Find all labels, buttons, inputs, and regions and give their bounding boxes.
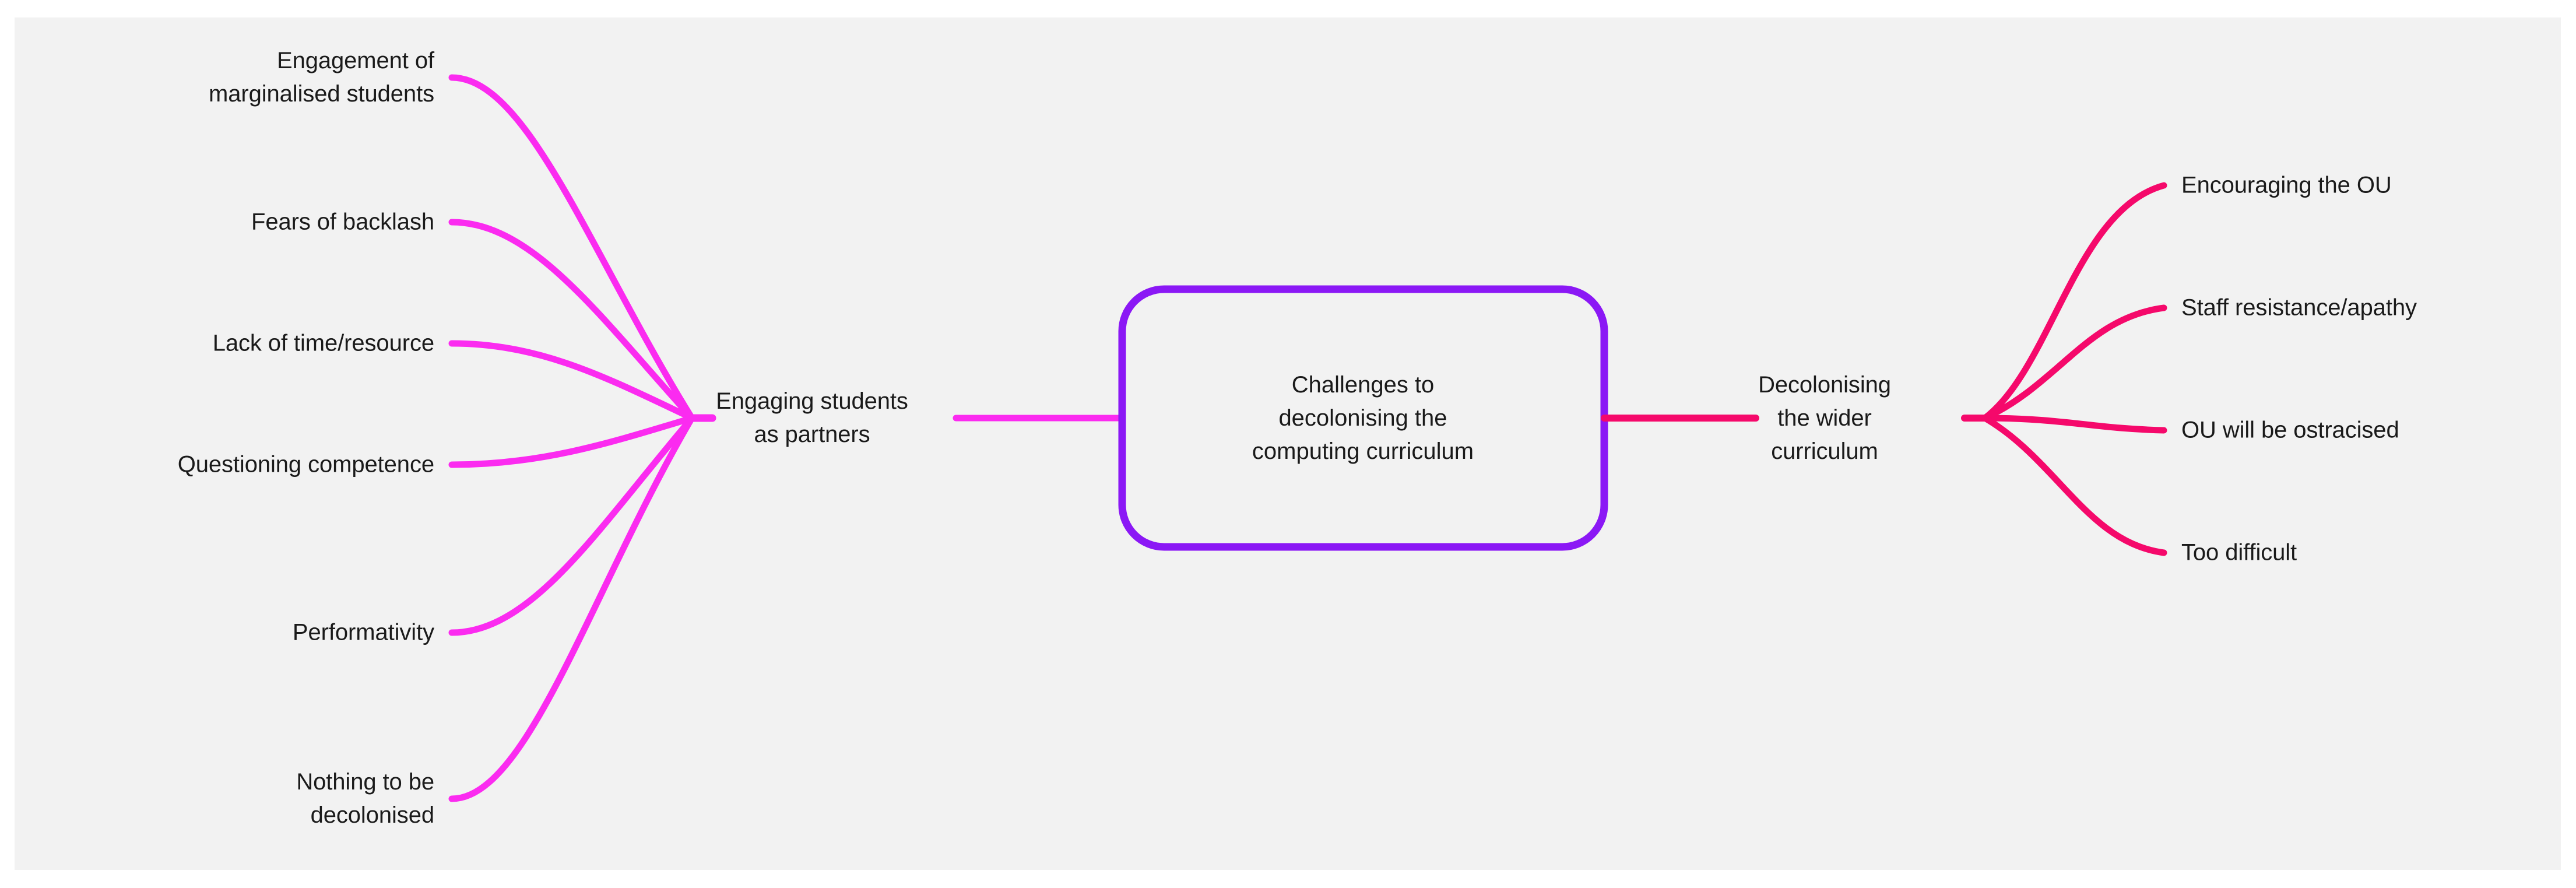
root-node-label: Challenges to decolonising the computing… xyxy=(1252,371,1474,464)
left-branch-edges xyxy=(448,74,695,802)
leaf-label-fears-of-backlash[interactable]: Fears of backlash xyxy=(251,209,434,235)
edge-lack-of-time-resource xyxy=(448,340,695,422)
edge-ou-will-be-ostracised xyxy=(1981,415,2167,434)
edge-fears-of-backlash xyxy=(448,219,695,422)
leaf-label-questioning-competence[interactable]: Questioning competence xyxy=(177,451,434,478)
right-branch-edges xyxy=(1981,182,2167,556)
leaf-label-staff-resistance-apathy[interactable]: Staff resistance/apathy xyxy=(2181,294,2417,321)
leaf-label-encouraging-the-ou[interactable]: Encouraging the OU xyxy=(2181,172,2392,198)
edge-engagement-of-marginalised-students xyxy=(448,74,695,422)
edge-performativity xyxy=(448,415,695,636)
branch-label-decolonising-the-wider-curriculum[interactable]: Decolonising the wider curriculum xyxy=(1758,371,1891,464)
leaf-label-ou-will-be-ostracised[interactable]: OU will be ostracised xyxy=(2181,417,2399,443)
leaf-label-lack-of-time-resource[interactable]: Lack of time/resource xyxy=(212,330,434,356)
leaf-label-engagement-of-marginalised-students[interactable]: Engagement of marginalised students xyxy=(208,48,434,107)
branch-label-engaging-students-as-partners[interactable]: Engaging students as partners xyxy=(716,388,908,447)
edge-staff-resistance-apathy xyxy=(1981,304,2167,422)
edge-too-difficult xyxy=(1981,415,2167,556)
edge-encouraging-the-ou xyxy=(1981,182,2167,422)
edge-nothing-to-be-decolonised xyxy=(448,415,695,802)
leaf-label-nothing-to-be-decolonised[interactable]: Nothing to be decolonised xyxy=(296,769,434,828)
leaf-label-performativity[interactable]: Performativity xyxy=(292,619,434,645)
edge-questioning-competence xyxy=(448,415,695,468)
leaf-label-too-difficult[interactable]: Too difficult xyxy=(2181,539,2297,566)
